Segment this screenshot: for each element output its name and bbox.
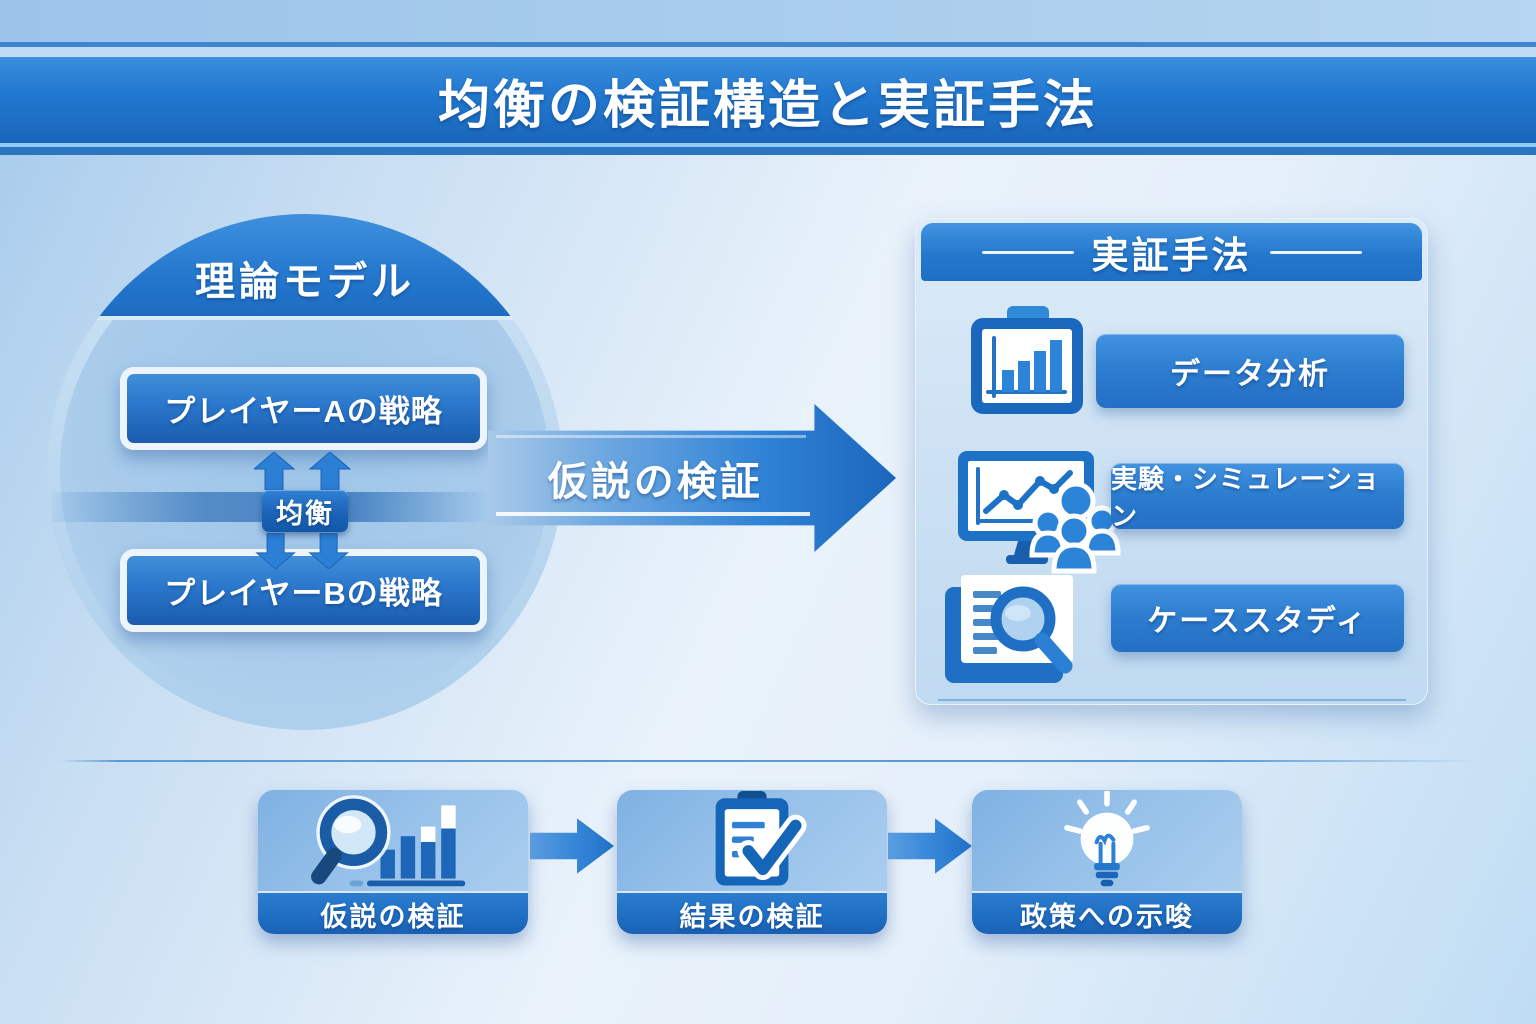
equilibrium-up-arrows-icon: [254, 452, 352, 490]
equilibrium-box: 均衡: [262, 490, 348, 532]
method-label-experiment-simulation: 実験・シミュレーション: [1111, 464, 1380, 531]
equilibrium-label: 均衡: [276, 498, 334, 529]
flow-step-2-label-band: 結果の検証: [617, 891, 887, 934]
method-item-data-analysis: データ分析: [1096, 334, 1404, 408]
flow-step-1-icon-area: [258, 790, 528, 891]
clipboard-check-icon: [715, 790, 807, 886]
flow-arrow-1: [530, 818, 614, 874]
top-divider-line: [0, 42, 1536, 47]
chart-board-icon: [971, 306, 1083, 414]
flow-step-hypothesis: 仮説の検証: [258, 790, 528, 934]
header-underline-dark: [0, 147, 1536, 155]
flow-arrow-2: [888, 818, 972, 874]
header-deco-line-left: [981, 250, 1074, 254]
arrow-highlight-top: [496, 435, 807, 439]
flow-step-3-icon-area: [972, 790, 1242, 891]
flow-step-3-label-band: 政策への示唆: [972, 891, 1242, 934]
flow-step-policy: 政策への示唆: [972, 790, 1242, 934]
arrow-highlight-bottom: [496, 512, 811, 517]
theory-model-circle: 理論モデル: [47, 214, 563, 730]
empirical-methods-header: 実証手法: [921, 223, 1422, 281]
theory-model-cap: 理論モデル: [47, 214, 563, 320]
player-b-strategy-label: プレイヤーBの戦略: [164, 576, 443, 611]
panel-bottom-line: [938, 699, 1406, 701]
page-title: 均衡の検証構造と実証手法: [437, 76, 1098, 135]
empirical-methods-title: 実証手法: [1091, 235, 1252, 276]
player-a-strategy-box: プレイヤーAの戦略: [120, 367, 487, 450]
top-strip-light: [0, 47, 1536, 57]
method-item-experiment-simulation: 実験・シミュレーション: [1111, 463, 1404, 531]
flow-step-3-label: 政策への示唆: [1020, 902, 1194, 932]
method-label-data-analysis: データ分析: [1170, 358, 1330, 391]
flow-step-2-label: 結果の検証: [679, 902, 825, 932]
empirical-methods-panel: 実証手法 データ分析: [915, 218, 1428, 705]
lightbulb-icon: [1064, 790, 1150, 886]
monitor-people-icon: [958, 451, 1121, 574]
top-strip: [0, 0, 1536, 42]
theory-model-title: 理論モデル: [195, 260, 415, 304]
method-label-case-study: ケーススタディ: [1147, 605, 1368, 638]
header-deco-line-right: [1269, 250, 1362, 254]
flow-step-1-label-band: 仮説の検証: [258, 891, 528, 934]
player-b-strategy-box: プレイヤーBの戦略: [120, 549, 487, 632]
header-band: 均衡の検証構造と実証手法: [0, 57, 1536, 143]
header-underline-light: [0, 143, 1536, 147]
magnifier-bars-icon: [311, 794, 466, 886]
document-magnifier-icon: [945, 575, 1073, 683]
section-divider-line: [60, 760, 1480, 762]
flow-step-2-icon-area: [617, 790, 887, 891]
flow-step-1-label: 仮説の検証: [320, 902, 466, 932]
flow-step-results: 結果の検証: [617, 790, 887, 934]
hypothesis-arrow-label: 仮説の検証: [547, 460, 763, 504]
equilibrium-down-arrows-icon: [255, 533, 349, 569]
player-a-strategy-label: プレイヤーAの戦略: [164, 394, 443, 429]
method-item-case-study: ケーススタディ: [1111, 584, 1404, 652]
